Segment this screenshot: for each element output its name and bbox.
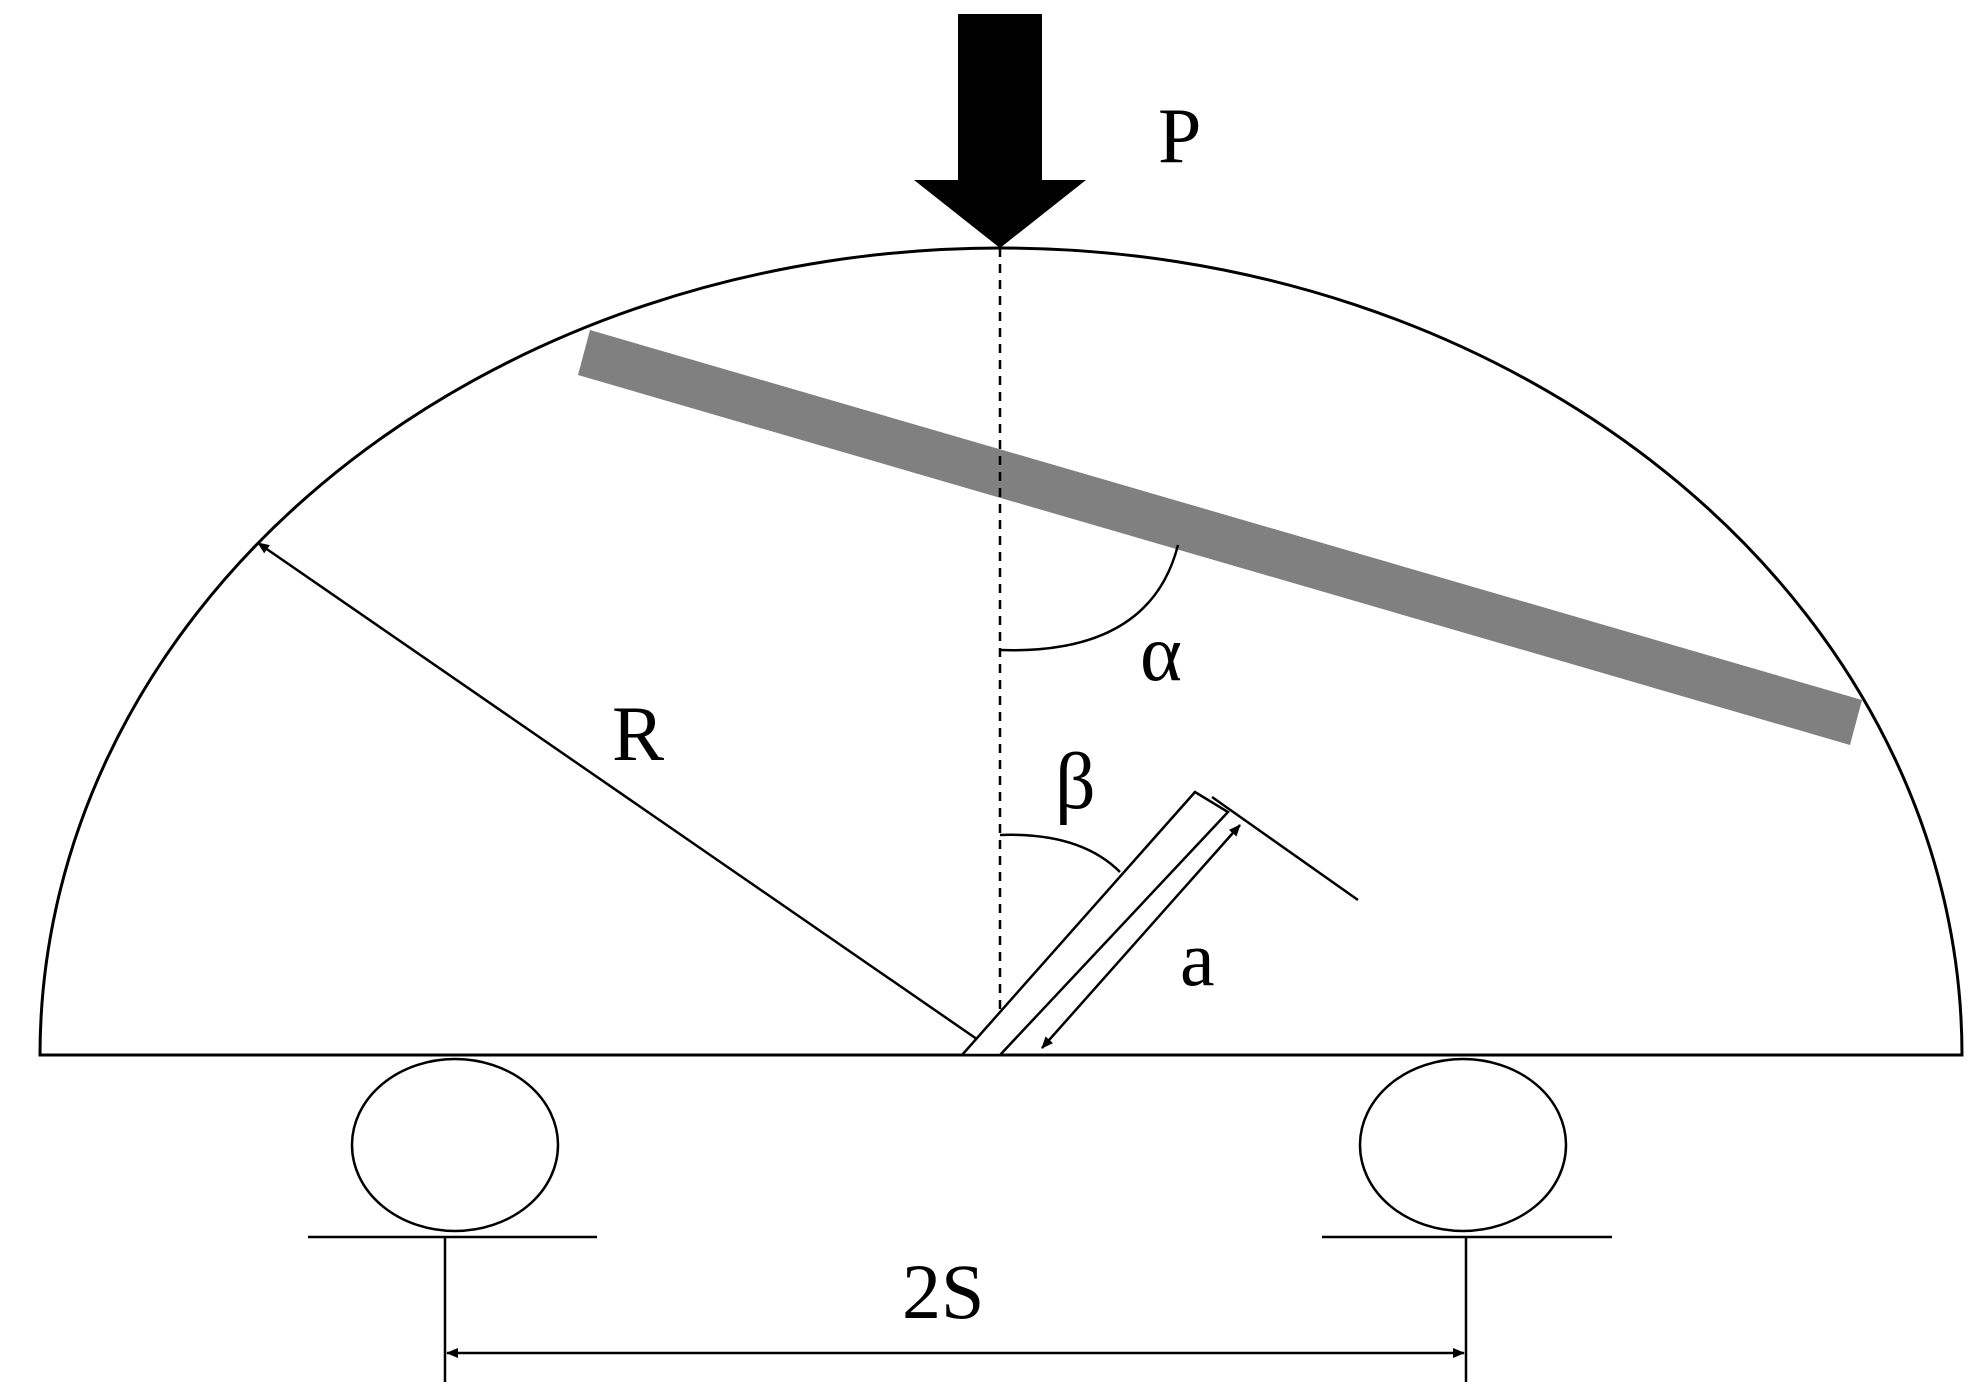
load-arrow-icon	[914, 14, 1086, 248]
specimen-outline	[38, 246, 1964, 1057]
radius-label: R	[612, 690, 664, 777]
crack-length-dimension	[1041, 824, 1241, 1049]
alpha-angle-arc	[999, 544, 1180, 652]
beta-angle-arc	[999, 833, 1121, 873]
beta-label: β	[1055, 738, 1096, 826]
crack-extension-line	[1211, 795, 1359, 902]
radius-line	[257, 541, 1001, 1057]
right-support-roller	[1358, 1057, 1568, 1233]
span-label: 2S	[902, 1248, 984, 1335]
crack-length-label: a	[1180, 915, 1215, 1002]
inclined-band	[578, 330, 1862, 745]
load-label: P	[1158, 92, 1201, 179]
left-support-roller	[350, 1057, 560, 1233]
alpha-label: α	[1140, 610, 1182, 698]
